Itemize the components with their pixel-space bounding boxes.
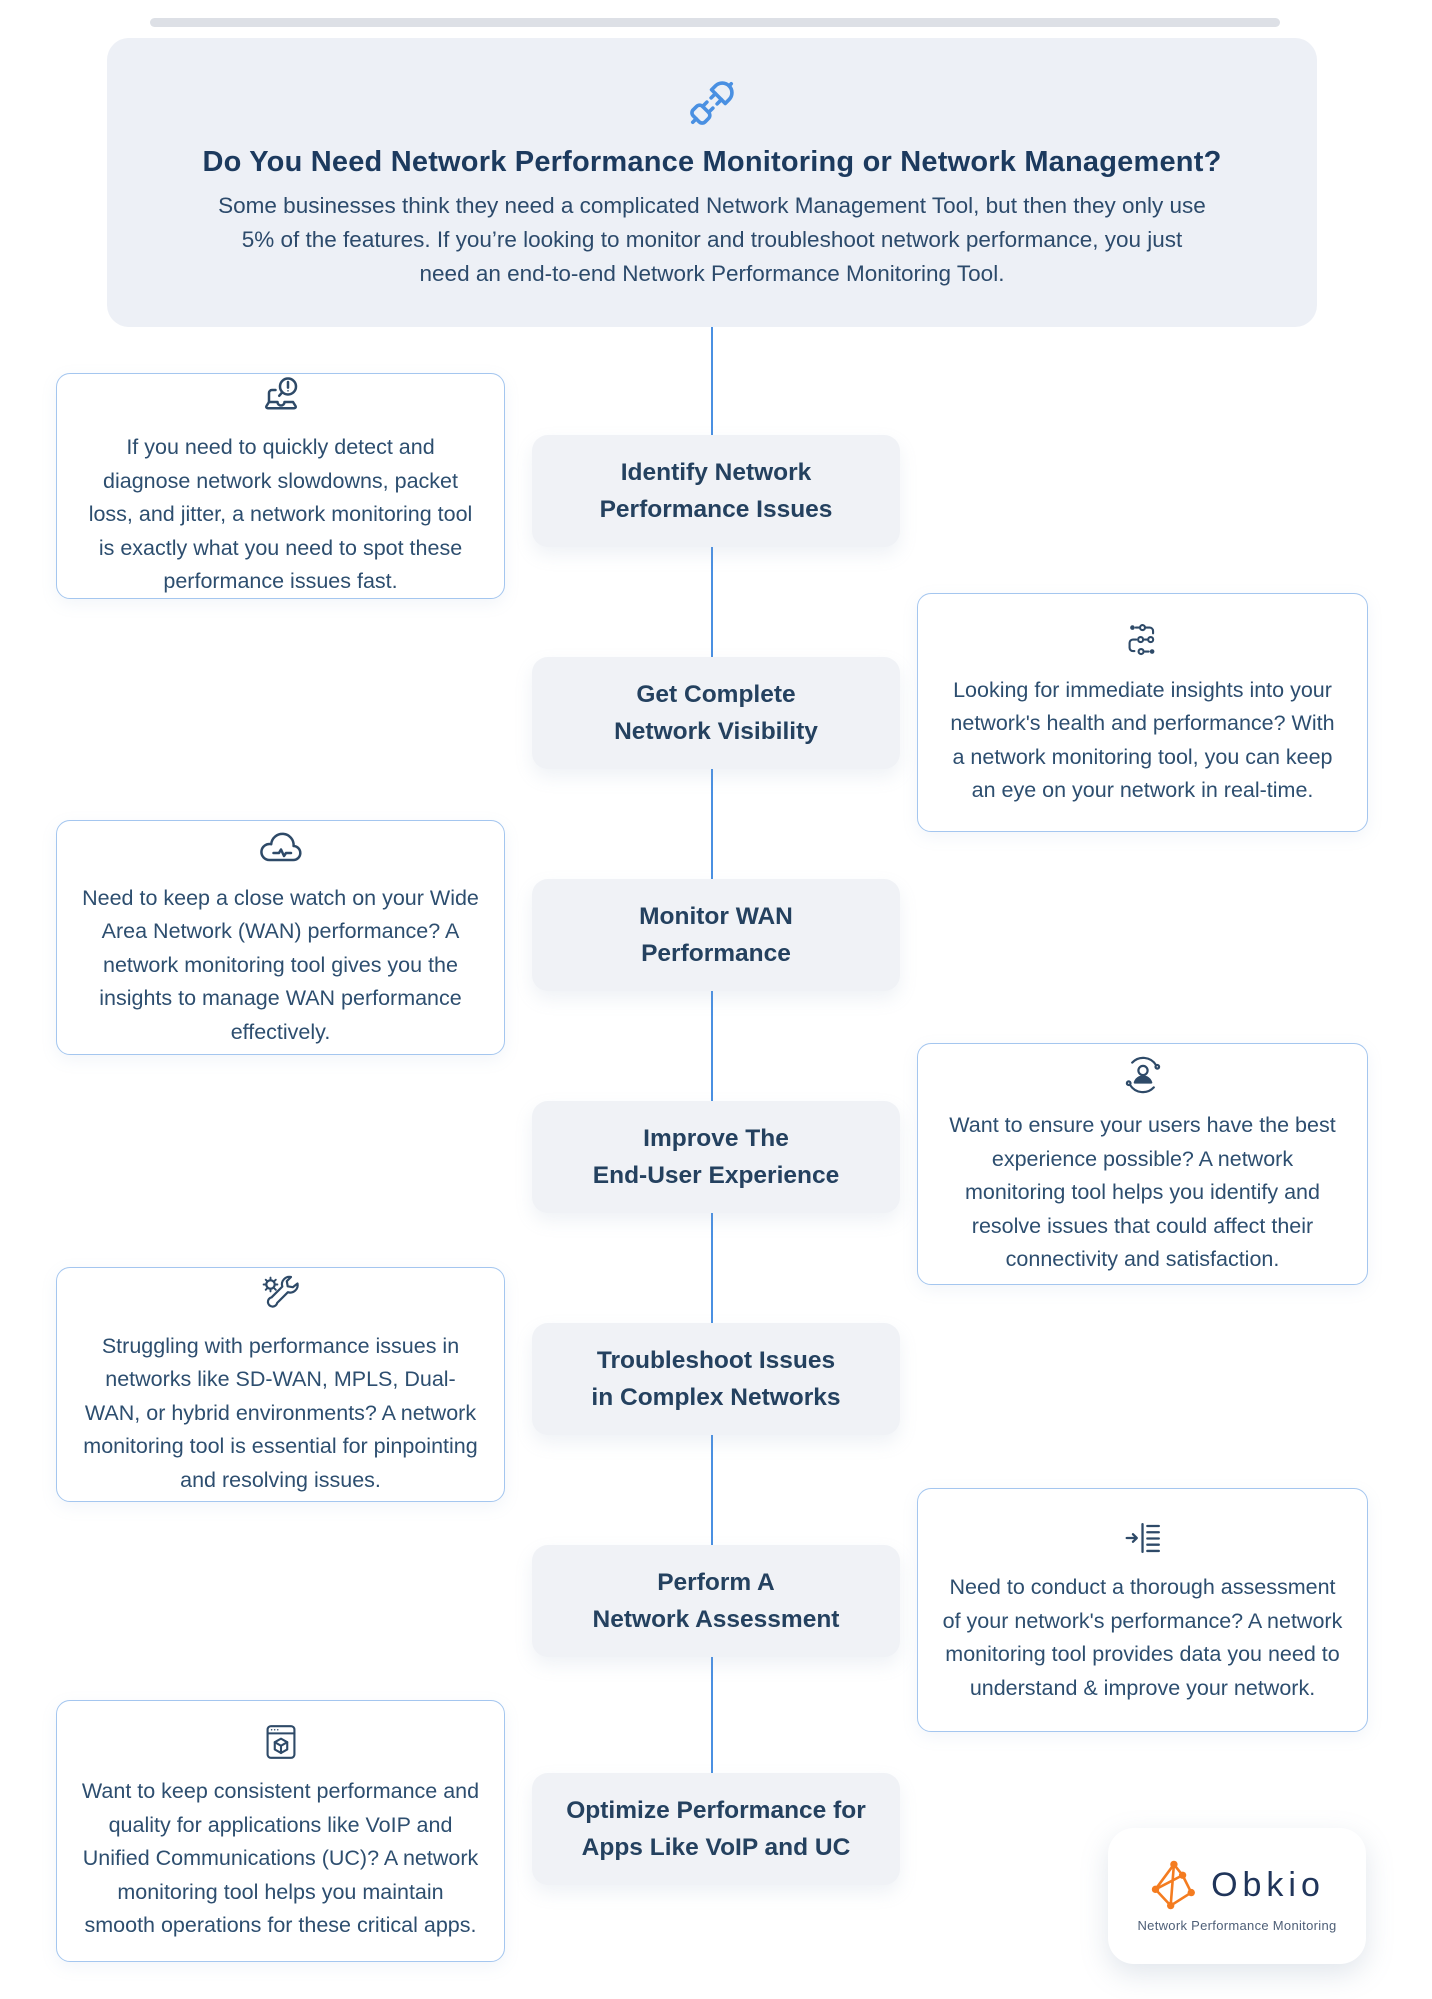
- flow-step-label: Troubleshoot Issues in Complex Networks: [591, 1347, 841, 1411]
- top-edge-strip: [150, 18, 1280, 27]
- flow-step-end-user-experience: Improve The End-User Experience: [532, 1101, 900, 1213]
- flow-step-label: Identify Network Performance Issues: [599, 459, 833, 523]
- info-card-text: Want to keep consistent performance and …: [81, 1779, 480, 1938]
- flow-step-label: Get Complete Network Visibility: [614, 681, 818, 745]
- plug-connection-icon: [683, 74, 741, 132]
- flow-step-network-assessment: Perform A Network Assessment: [532, 1545, 900, 1657]
- info-card-voip-apps: Want to keep consistent performance and …: [56, 1700, 505, 1962]
- flow-step-monitor-wan: Monitor WAN Performance: [532, 879, 900, 991]
- brand-tagline: Network Performance Monitoring: [1137, 1918, 1337, 1933]
- info-card-text: Want to ensure your users have the best …: [949, 1113, 1336, 1272]
- cloud-pulse-icon: [255, 826, 307, 872]
- page-description: Some businesses think they need a compli…: [218, 193, 1206, 286]
- obkio-logo-card: Obkio Network Performance Monitoring: [1108, 1828, 1366, 1964]
- flow-step-label: Monitor WAN Performance: [639, 903, 793, 967]
- flow-step-network-visibility: Get Complete Network Visibility: [532, 657, 900, 769]
- obkio-network-logo: [1149, 1859, 1201, 1911]
- brand-name: Obkio: [1211, 1865, 1325, 1904]
- app-window-cube-icon: [258, 1719, 304, 1765]
- info-card-user-experience: Want to ensure your users have the best …: [917, 1043, 1368, 1285]
- flow-step-identify-issues: Identify Network Performance Issues: [532, 435, 900, 547]
- info-card-detect-issues: If you need to quickly detect and diagno…: [56, 373, 505, 599]
- info-card-wan-watch: Need to keep a close watch on your Wide …: [56, 820, 505, 1055]
- indent-list-icon: [1120, 1515, 1166, 1561]
- info-card-complex-networks: Struggling with performance issues in ne…: [56, 1267, 505, 1502]
- flow-step-troubleshoot-complex: Troubleshoot Issues in Complex Networks: [532, 1323, 900, 1435]
- flow-step-label: Improve The End-User Experience: [592, 1125, 840, 1189]
- page-title: Do You Need Network Performance Monitori…: [202, 146, 1222, 178]
- flow-step-label: Perform A Network Assessment: [592, 1569, 840, 1633]
- info-card-text: Looking for immediate insights into your…: [950, 677, 1335, 803]
- info-card-text: Struggling with performance issues in ne…: [83, 1333, 478, 1492]
- info-card-network-assessment: Need to conduct a thorough assessment of…: [917, 1488, 1368, 1732]
- gear-wrench-icon: [257, 1272, 305, 1320]
- info-card-text: Need to keep a close watch on your Wide …: [82, 885, 479, 1044]
- flow-connector-line: [711, 327, 713, 1830]
- flow-step-label: Optimize Performance for Apps Like VoIP …: [566, 1797, 866, 1861]
- info-card-text: If you need to quickly detect and diagno…: [88, 435, 473, 594]
- workflow-path-icon: [1120, 618, 1166, 664]
- info-card-immediate-insights: Looking for immediate insights into your…: [917, 593, 1368, 832]
- flow-step-optimize-apps: Optimize Performance for Apps Like VoIP …: [532, 1773, 900, 1885]
- laptop-alert-icon: [257, 373, 305, 421]
- info-card-text: Need to conduct a thorough assessment of…: [942, 1575, 1343, 1700]
- user-sync-icon: [1119, 1051, 1167, 1099]
- header-card: Do You Need Network Performance Monitori…: [107, 38, 1317, 327]
